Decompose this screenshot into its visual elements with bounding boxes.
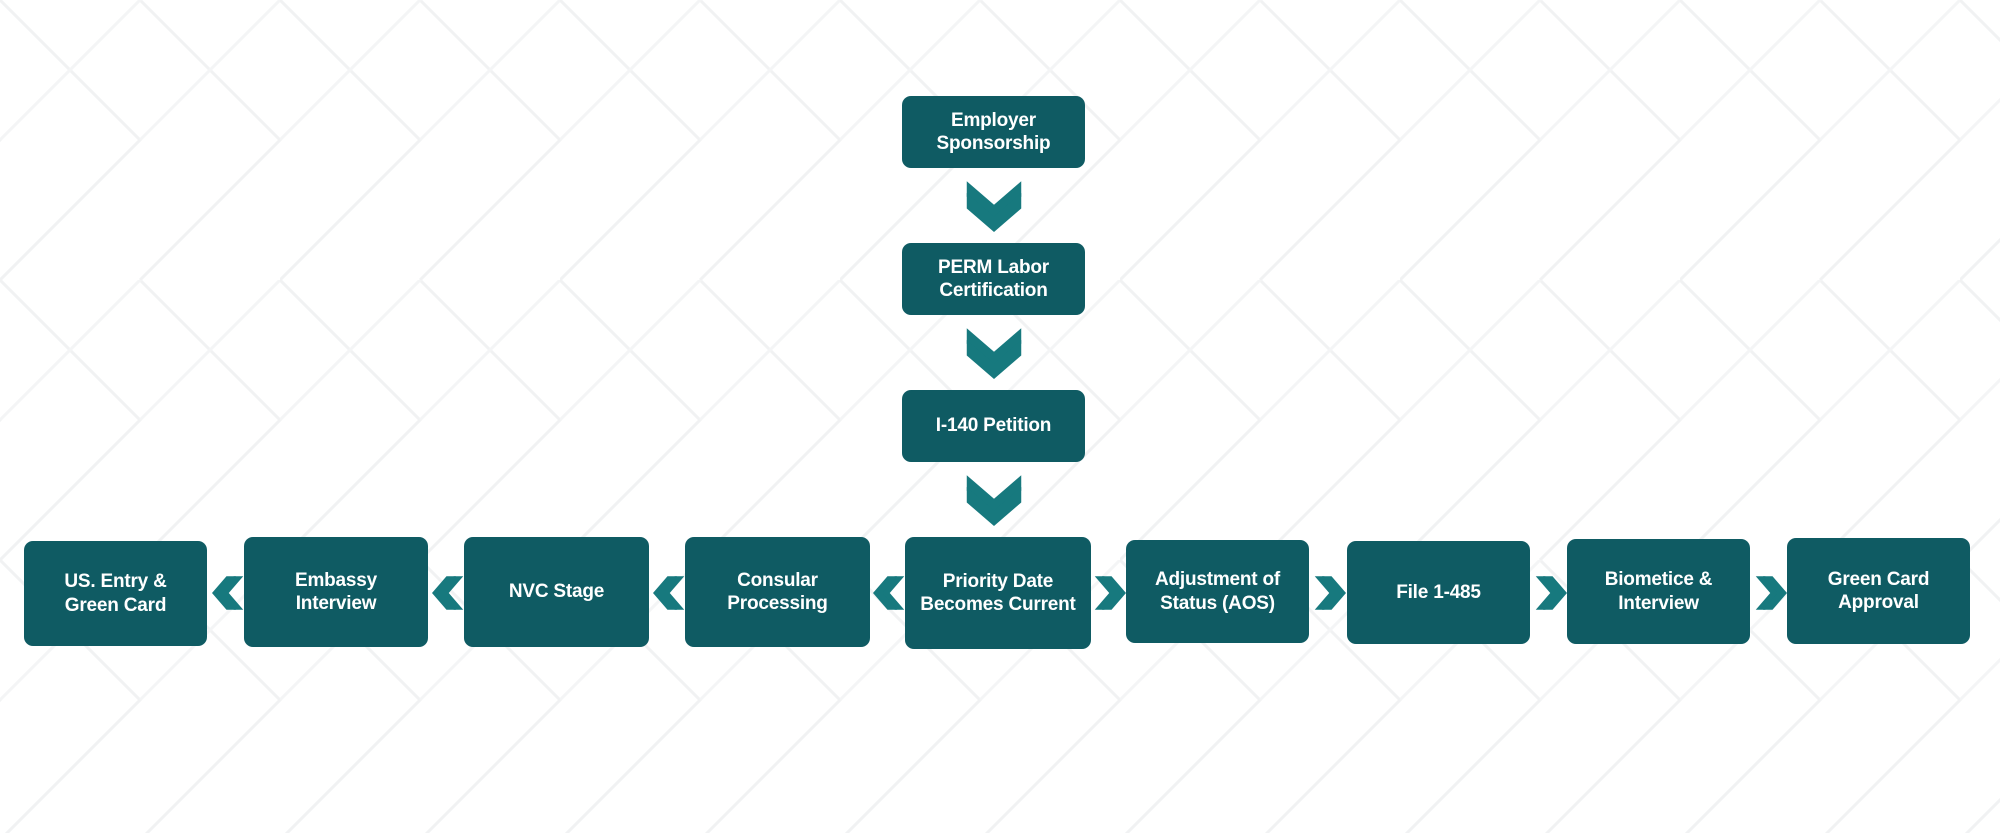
connector-left-chevron-nvc-to-embassy (432, 573, 464, 613)
node-i-140-petition[interactable]: I-140 Petition (902, 390, 1085, 462)
node-us-entry-green-card[interactable]: US. Entry & Green Card (24, 541, 207, 646)
node-green-card-approval[interactable]: Green Card Approval (1787, 538, 1970, 644)
node-priority-date-becomes-current[interactable]: Priority Date Becomes Current (905, 537, 1091, 649)
node-label: PERM Labor Certification (938, 256, 1049, 301)
connector-left-chevron-priority-date-to-consular (873, 573, 905, 613)
node-label: Consular Processing (727, 569, 828, 614)
node-perm-labor-certification[interactable]: PERM Labor Certification (902, 243, 1085, 315)
node-label: Green Card Approval (1827, 568, 1930, 613)
connector-down-chevron-i140-to-priority-date (963, 474, 1025, 526)
node-nvc-stage[interactable]: NVC Stage (464, 537, 649, 647)
node-employer-sponsorship[interactable]: Employer Sponsorship (902, 96, 1085, 168)
node-label: I-140 Petition (935, 415, 1052, 437)
connector-right-chevron-file-i485-to-biometrics (1535, 573, 1567, 613)
node-label: Biometice & Interview (1604, 569, 1713, 614)
node-consular-processing[interactable]: Consular Processing (685, 537, 870, 647)
node-label: Priority Date Becomes Current (920, 570, 1076, 615)
node-label: File 1-485 (1396, 581, 1481, 603)
connector-down-chevron-perm-to-i140 (963, 327, 1025, 379)
connector-right-chevron-biometrics-to-approval (1755, 573, 1787, 613)
node-label: NVC Stage (508, 581, 605, 603)
connector-left-chevron-consular-to-nvc (653, 573, 685, 613)
node-label: US. Entry & Green Card (64, 571, 167, 616)
node-biometrics-interview[interactable]: Biometice & Interview (1567, 539, 1750, 644)
node-label: Employer Sponsorship (936, 109, 1051, 154)
connector-right-chevron-aos-to-file-i485 (1314, 573, 1346, 613)
node-adjustment-of-status-aos[interactable]: Adjustment of Status (AOS) (1126, 540, 1309, 643)
node-file-i-485[interactable]: File 1-485 (1347, 541, 1530, 644)
connector-left-chevron-embassy-to-us-entry (212, 573, 244, 613)
node-label: Adjustment of Status (AOS) (1154, 569, 1281, 614)
node-label: Embassy Interview (294, 569, 378, 614)
node-embassy-interview[interactable]: Embassy Interview (244, 537, 428, 647)
connector-right-chevron-priority-date-to-aos (1094, 573, 1126, 613)
connector-down-chevron-employer-to-perm (963, 180, 1025, 232)
